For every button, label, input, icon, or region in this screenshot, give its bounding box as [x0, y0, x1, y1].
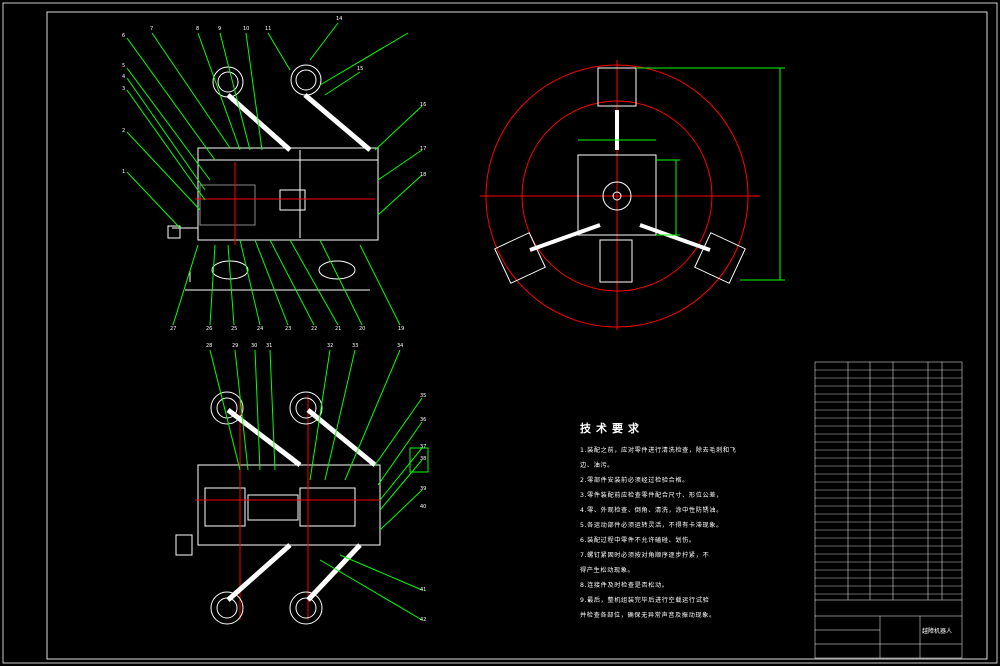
plan-body [197, 464, 381, 546]
plan-wheel-1 [210, 391, 244, 425]
callout-28: 28 [206, 343, 212, 349]
tech-req-line: 1.装配之前，应对零件进行清洗检查，除去毛刺和飞 [580, 447, 737, 454]
plan-wheel-3 [210, 591, 244, 625]
callout-36: 36 [420, 417, 426, 423]
callout-26: 26 [206, 326, 212, 332]
tech-req-line: 得产生松动现象。 [580, 567, 635, 574]
callout-29: 29 [232, 343, 238, 349]
tech-req-line: 4.零、外观检查、倒角、清洗，涂中性防锈油。 [580, 507, 723, 514]
wheel-top-right [290, 64, 322, 96]
callout-30: 30 [251, 343, 257, 349]
plan-view [175, 349, 429, 625]
parts-list-rows [815, 369, 962, 595]
side-callout-labels: 7 8 9 10 11 14 15 6 5 4 3 2 1 16 17 18 2… [122, 16, 426, 332]
callout-42: 42 [420, 617, 426, 623]
wheel-north [597, 67, 637, 107]
callout-19: 19 [398, 326, 404, 332]
callout-21: 21 [335, 326, 341, 332]
callout-15: 15 [357, 66, 363, 72]
callout-25: 25 [231, 326, 237, 332]
top-view [480, 60, 785, 330]
callout-31: 31 [266, 343, 272, 349]
callout-6: 6 [122, 33, 125, 39]
callout-32: 32 [327, 343, 333, 349]
callout-27: 27 [170, 326, 176, 332]
callout-22: 22 [311, 326, 317, 332]
callout-18: 18 [420, 172, 426, 178]
callout-2: 2 [122, 128, 125, 134]
tech-req-line: 3.零件装配前应检查零件配合尺寸、形位公差， [580, 492, 723, 499]
tech-req-line: 6.装配过程中零件不允许磕碰、划伤。 [580, 537, 696, 544]
callout-17: 17 [420, 146, 426, 152]
plan-wheel-2 [289, 391, 323, 425]
parts-list [814, 361, 963, 659]
tech-req-line: 7.螺钉紧固时必须按对角顺序逐步拧紧，不 [580, 552, 710, 559]
side-view [126, 22, 423, 326]
callout-33: 33 [352, 343, 358, 349]
callout-4: 4 [122, 74, 125, 80]
callout-24: 24 [257, 326, 263, 332]
callout-9: 9 [218, 26, 221, 32]
callout-40: 40 [420, 504, 426, 510]
tech-req-line: 5.各运动部件必须运转灵活，不得有卡滞现象。 [580, 522, 723, 529]
callout-20: 20 [359, 326, 365, 332]
tech-req-line: 并检查各部位，确保无异常声音及振动现象。 [580, 612, 716, 619]
callout-38: 38 [420, 456, 426, 462]
callout-10: 10 [243, 26, 249, 32]
plan-wheel-4 [289, 591, 323, 625]
callout-23: 23 [285, 326, 291, 332]
callout-11: 11 [265, 26, 271, 32]
tech-req-line: 8.连接件及时检查是否松动。 [580, 582, 669, 589]
technical-requirements-title: 技术要求 [580, 422, 644, 435]
callout-41: 41 [420, 587, 426, 593]
wheel-top-left [212, 66, 244, 98]
callout-39: 39 [420, 486, 426, 492]
technical-requirements-list: 1.装配之前，应对零件进行清洗检查，除去毛刺和飞 边、油污。 2.零部件安装前必… [580, 447, 737, 628]
callout-14: 14 [336, 16, 342, 22]
tech-req-line: 2.零部件安装前必须经过检验合格。 [580, 477, 689, 484]
tech-req-line: 边、油污。 [580, 462, 614, 469]
inner-frame [46, 11, 988, 660]
wheel-southeast [694, 232, 746, 284]
callout-1: 1 [122, 169, 125, 175]
callout-37: 37 [420, 444, 426, 450]
callout-7: 7 [150, 26, 153, 32]
callout-34: 34 [397, 343, 403, 349]
wheel-southwest [494, 232, 546, 284]
callout-3: 3 [122, 86, 125, 92]
plan-callout-labels: 28 29 30 31 32 33 34 35 36 37 38 39 40 4… [206, 343, 426, 623]
callout-16: 16 [420, 102, 426, 108]
callout-35: 35 [420, 393, 426, 399]
chassis-top [577, 154, 657, 236]
side-body [197, 147, 379, 241]
callout-8: 8 [196, 26, 199, 32]
callout-5: 5 [122, 63, 125, 69]
drawing-title: 越障机器人 [922, 628, 953, 635]
tech-req-line: 9.最后，整机组装完毕后进行空载运行试验 [580, 597, 710, 604]
